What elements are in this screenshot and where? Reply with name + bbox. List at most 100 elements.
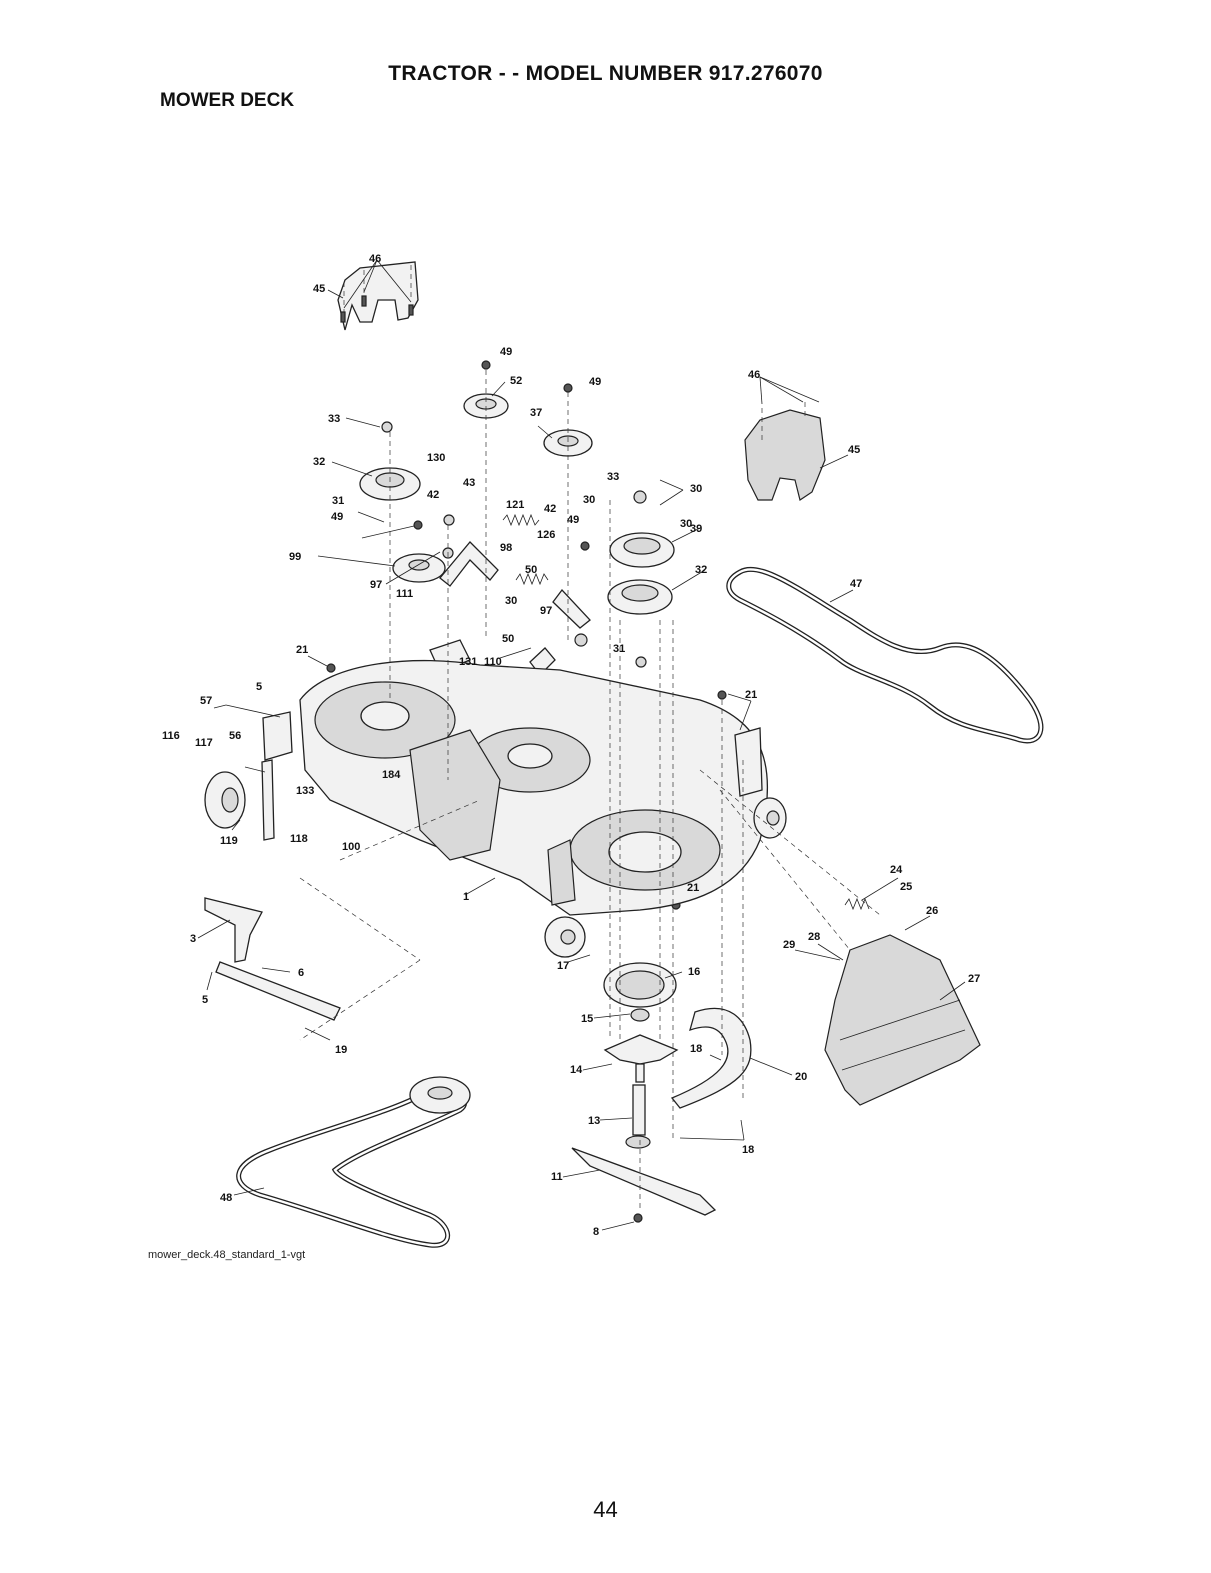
callout: 49: [567, 514, 579, 526]
callout: 15: [581, 1013, 593, 1025]
callout: 3: [190, 933, 196, 945]
callout: 116: [162, 730, 180, 742]
callout: 48: [220, 1192, 232, 1204]
callout: 45: [848, 444, 860, 456]
callout: 8: [593, 1226, 599, 1238]
callout: 30: [505, 595, 517, 607]
callout: 184: [382, 769, 401, 781]
hanger-brackets-left: [225, 704, 293, 841]
callout: 27: [968, 973, 980, 985]
callout: 5: [256, 681, 262, 693]
callout: 131: [459, 656, 477, 668]
pulley-37: [543, 429, 593, 457]
belt-cover-left: [337, 261, 419, 331]
callout: 56: [229, 730, 241, 742]
callout: 126: [537, 529, 555, 541]
assembly-lines: [299, 370, 881, 1212]
callout: 47: [850, 578, 862, 590]
blade: [571, 1147, 717, 1216]
baffle: [670, 1007, 752, 1109]
pulley-99: [392, 553, 446, 583]
callout: 21: [745, 689, 757, 701]
callout: 14: [570, 1064, 583, 1076]
callout: 97: [540, 605, 552, 617]
callout: 1: [463, 891, 469, 903]
callout: 119: [220, 835, 238, 847]
callout: 24: [890, 864, 903, 876]
callout: 6: [298, 967, 304, 979]
callout: 52: [510, 375, 522, 387]
callout: 110: [484, 656, 502, 668]
leader-lines: [197, 259, 966, 1231]
callout: 32: [313, 456, 325, 468]
callout: 33: [607, 471, 619, 483]
callout: 30: [680, 518, 692, 530]
deck-belt-48: [236, 1076, 471, 1248]
callout: 49: [589, 376, 601, 388]
callout: 45: [313, 283, 325, 295]
callout: 18: [690, 1043, 702, 1055]
callout: 32: [695, 564, 707, 576]
callout: 26: [926, 905, 938, 917]
callout: 42: [544, 503, 556, 515]
callout: 17: [557, 960, 569, 972]
front-link: [204, 897, 341, 1021]
callout: 97: [370, 579, 382, 591]
callout: 30: [583, 494, 595, 506]
callout: 43: [463, 477, 475, 489]
callout: 121: [506, 499, 524, 511]
discharge-chute: [824, 934, 981, 1106]
callout: 28: [808, 931, 820, 943]
drawing-reference: mower_deck.48_standard_1-vgt: [148, 1249, 306, 1261]
pulley-32-right: [607, 579, 673, 615]
section-heading: MOWER DECK: [160, 90, 295, 111]
callout: 18: [742, 1144, 754, 1156]
springs: [502, 513, 870, 911]
callout: 5: [202, 994, 208, 1006]
callout: 49: [500, 346, 512, 358]
callout: 21: [687, 882, 699, 894]
callout: 11: [551, 1171, 563, 1183]
callout: 98: [500, 542, 512, 554]
callout: 33: [328, 413, 340, 425]
gauge-wheel-left: [204, 771, 246, 829]
callout: 30: [690, 483, 702, 495]
callout: 19: [335, 1044, 347, 1056]
callout: 133: [296, 785, 314, 797]
callout: 21: [296, 644, 308, 656]
callout: 46: [748, 369, 760, 381]
callout: 20: [795, 1071, 807, 1083]
callout: 130: [427, 452, 445, 464]
callout: 117: [195, 737, 213, 749]
callout: 50: [502, 633, 514, 645]
callout: 13: [588, 1115, 600, 1127]
callout: 50: [525, 564, 537, 576]
gauge-wheel-front: [544, 916, 586, 958]
gauge-wheel-right: [734, 727, 787, 839]
callout: 29: [783, 939, 795, 951]
callout: 37: [530, 407, 542, 419]
callout: 31: [613, 643, 625, 655]
callout: 118: [290, 833, 308, 845]
callout: 39: [690, 523, 702, 535]
callout: 99: [289, 551, 301, 563]
callout: 31: [332, 495, 344, 507]
callout: 49: [331, 511, 343, 523]
belt-cover-right: [744, 402, 826, 501]
callout: 25: [900, 881, 912, 893]
screws-46-left: [340, 295, 414, 323]
page-number: 44: [593, 1497, 618, 1522]
callout: 57: [200, 695, 212, 707]
pulley-39: [609, 532, 675, 568]
callout: 42: [427, 489, 439, 501]
mower-deck-housing: [299, 659, 768, 916]
callout: 46: [369, 253, 381, 265]
drive-belt-47: [726, 566, 1044, 744]
callout: 100: [342, 841, 360, 853]
callout: 16: [688, 966, 700, 978]
callout: 111: [396, 588, 413, 600]
spindle-assembly: [603, 962, 679, 1223]
part-callouts: 46 45 49 52 49 37 33 32 130 43 42 31 49 …: [162, 253, 980, 1238]
page-title: TRACTOR - - MODEL NUMBER 917.276070: [388, 62, 823, 85]
